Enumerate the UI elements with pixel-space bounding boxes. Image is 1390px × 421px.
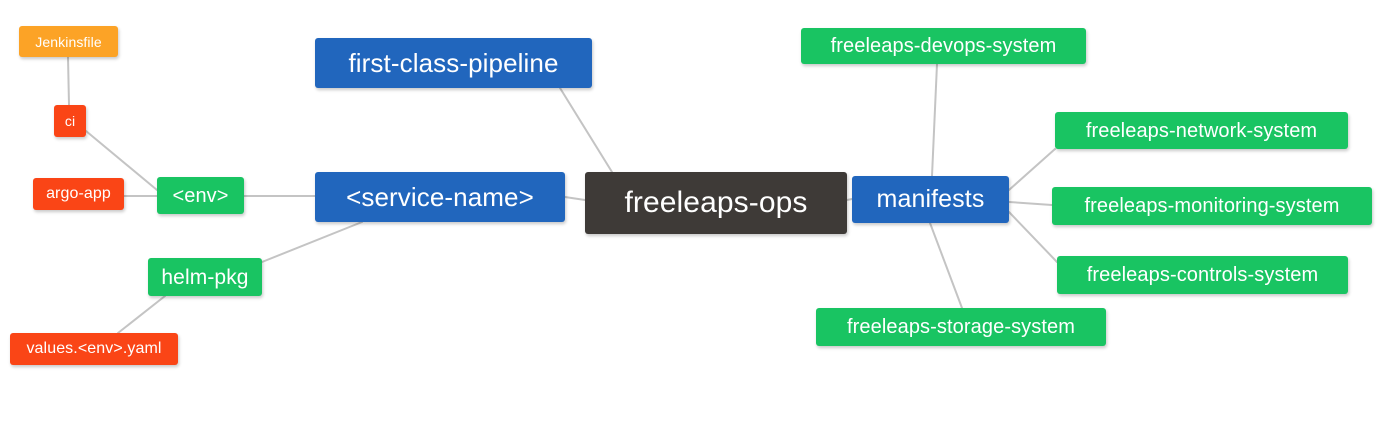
node-label-freeleaps-devops-system: freeleaps-devops-system	[830, 35, 1057, 57]
edge-ci-to-jenkinsfile	[67, 56, 70, 106]
node-label-env: <env>	[172, 184, 229, 207]
node-label-freeleaps-monitoring-system: freeleaps-monitoring-system	[1084, 195, 1340, 217]
node-first-class-pipeline[interactable]: first-class-pipeline	[315, 38, 592, 88]
edge-freeleaps-ops-to-service-name	[564, 196, 586, 201]
node-ci[interactable]: ci	[54, 105, 86, 137]
node-manifests[interactable]: manifests	[852, 176, 1009, 223]
node-label-helm-pkg: helm-pkg	[161, 265, 249, 289]
edge-manifests-to-freeleaps-controls-system	[1008, 211, 1058, 263]
node-label-freeleaps-ops: freeleaps-ops	[624, 186, 808, 219]
edge-service-name-to-helm-pkg	[261, 221, 363, 263]
node-values-env-yaml[interactable]: values.<env>.yaml	[10, 333, 178, 365]
node-label-ci: ci	[64, 113, 76, 129]
node-jenkinsfile[interactable]: Jenkinsfile	[19, 26, 118, 57]
edge-manifests-to-freeleaps-storage-system	[929, 222, 963, 309]
node-label-jenkinsfile: Jenkinsfile	[35, 33, 102, 50]
node-freeleaps-controls-system[interactable]: freeleaps-controls-system	[1057, 256, 1348, 294]
node-label-first-class-pipeline: first-class-pipeline	[348, 48, 559, 78]
node-freeleaps-storage-system[interactable]: freeleaps-storage-system	[816, 308, 1106, 346]
node-label-freeleaps-network-system: freeleaps-network-system	[1085, 119, 1318, 142]
node-label-manifests: manifests	[876, 185, 985, 213]
node-freeleaps-devops-system[interactable]: freeleaps-devops-system	[801, 28, 1086, 64]
node-env[interactable]: <env>	[157, 177, 244, 214]
edge-freeleaps-ops-to-first-class-pipeline	[559, 87, 613, 173]
node-freeleaps-network-system[interactable]: freeleaps-network-system	[1055, 112, 1348, 149]
node-argo-app[interactable]: argo-app	[33, 178, 124, 210]
node-label-service-name: <service-name>	[346, 182, 534, 212]
node-label-values-env-yaml: values.<env>.yaml	[26, 340, 162, 357]
node-freeleaps-ops[interactable]: freeleaps-ops	[585, 172, 847, 234]
node-label-freeleaps-controls-system: freeleaps-controls-system	[1086, 264, 1319, 286]
node-service-name[interactable]: <service-name>	[315, 172, 565, 222]
edge-manifests-to-freeleaps-network-system	[1008, 148, 1056, 191]
edge-helm-pkg-to-values-env-yaml	[117, 295, 166, 334]
node-freeleaps-monitoring-system[interactable]: freeleaps-monitoring-system	[1052, 187, 1372, 225]
node-label-freeleaps-storage-system: freeleaps-storage-system	[846, 316, 1076, 338]
node-helm-pkg[interactable]: helm-pkg	[148, 258, 262, 296]
node-label-argo-app: argo-app	[46, 185, 111, 202]
edge-manifests-to-freeleaps-monitoring-system	[1008, 201, 1053, 206]
edge-manifests-to-freeleaps-devops-system	[931, 63, 938, 177]
